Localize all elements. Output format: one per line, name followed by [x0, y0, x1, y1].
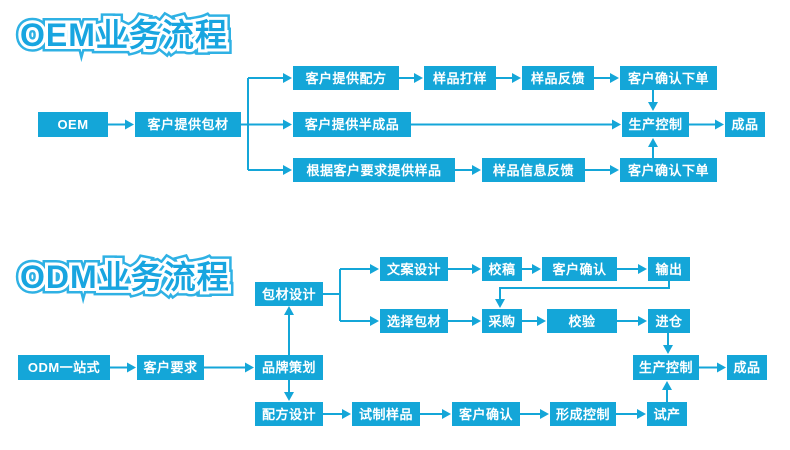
node-odm-trial-sample: 试制样品 — [352, 402, 420, 426]
node-oem-confirm-order-bottom: 客户确认下单 — [620, 158, 717, 182]
node-oem-confirm-order-top: 客户确认下单 — [620, 66, 717, 90]
node-odm-production-control: 生产控制 — [633, 355, 699, 380]
node-oem-sample-info-feedback: 样品信息反馈 — [482, 158, 585, 182]
oem-section-title: OEM业务流程 OEM业务流程 OEM业务流程 — [15, 10, 300, 62]
node-odm-trial-production: 试产 — [647, 402, 687, 426]
node-odm-package-design: 包材设计 — [255, 282, 323, 306]
node-oem-sample-proofing: 样品打样 — [424, 66, 496, 90]
odm-section-title: ODM业务流程 ODM业务流程 ODM业务流程 — [15, 252, 300, 304]
node-odm-client-confirm-top: 客户确认 — [542, 257, 617, 281]
node-odm-client-confirm-bottom: 客户确认 — [452, 402, 520, 426]
node-oem-finished-product: 成品 — [725, 112, 765, 137]
node-odm-finished-product: 成品 — [727, 355, 767, 380]
node-oem-customer-package: 客户提供包材 — [135, 112, 241, 137]
node-oem-sample-by-request: 根据客户要求提供样品 — [293, 158, 455, 182]
node-odm-form-control: 形成控制 — [550, 402, 616, 426]
node-oem-production-control: 生产控制 — [622, 112, 689, 137]
oem-title-text: OEM业务流程 — [20, 17, 228, 53]
oem-title-outer-outline: OEM业务流程 — [15, 12, 233, 59]
node-odm-copy-design: 文案设计 — [380, 257, 448, 281]
odm-title-outer-outline: ODM业务流程 — [15, 254, 235, 301]
node-odm-brand-planning: 品牌策划 — [255, 355, 323, 380]
node-oem-customer-formula: 客户提供配方 — [293, 66, 399, 90]
node-odm-warehouse: 进仓 — [648, 309, 690, 333]
node-oem-sample-feedback: 样品反馈 — [522, 66, 594, 90]
node-odm-proofread: 校稿 — [482, 257, 522, 281]
odm-title-white-outline: ODM业务流程 — [17, 256, 232, 298]
odm-title-text: ODM业务流程 — [20, 259, 230, 295]
node-oem-start: OEM — [38, 112, 108, 137]
node-odm-purchase: 采购 — [482, 309, 522, 333]
node-odm-formula-design: 配方设计 — [255, 402, 323, 426]
node-odm-start: ODM一站式 — [18, 355, 110, 380]
node-odm-select-package: 选择包材 — [380, 309, 448, 333]
node-odm-customer-requirement: 客户要求 — [137, 355, 204, 380]
oem-title-white-outline: OEM业务流程 — [17, 14, 230, 56]
node-odm-output: 输出 — [648, 257, 690, 281]
node-oem-semi-finished: 客户提供半成品 — [293, 112, 411, 137]
node-odm-verify: 校验 — [547, 309, 617, 333]
